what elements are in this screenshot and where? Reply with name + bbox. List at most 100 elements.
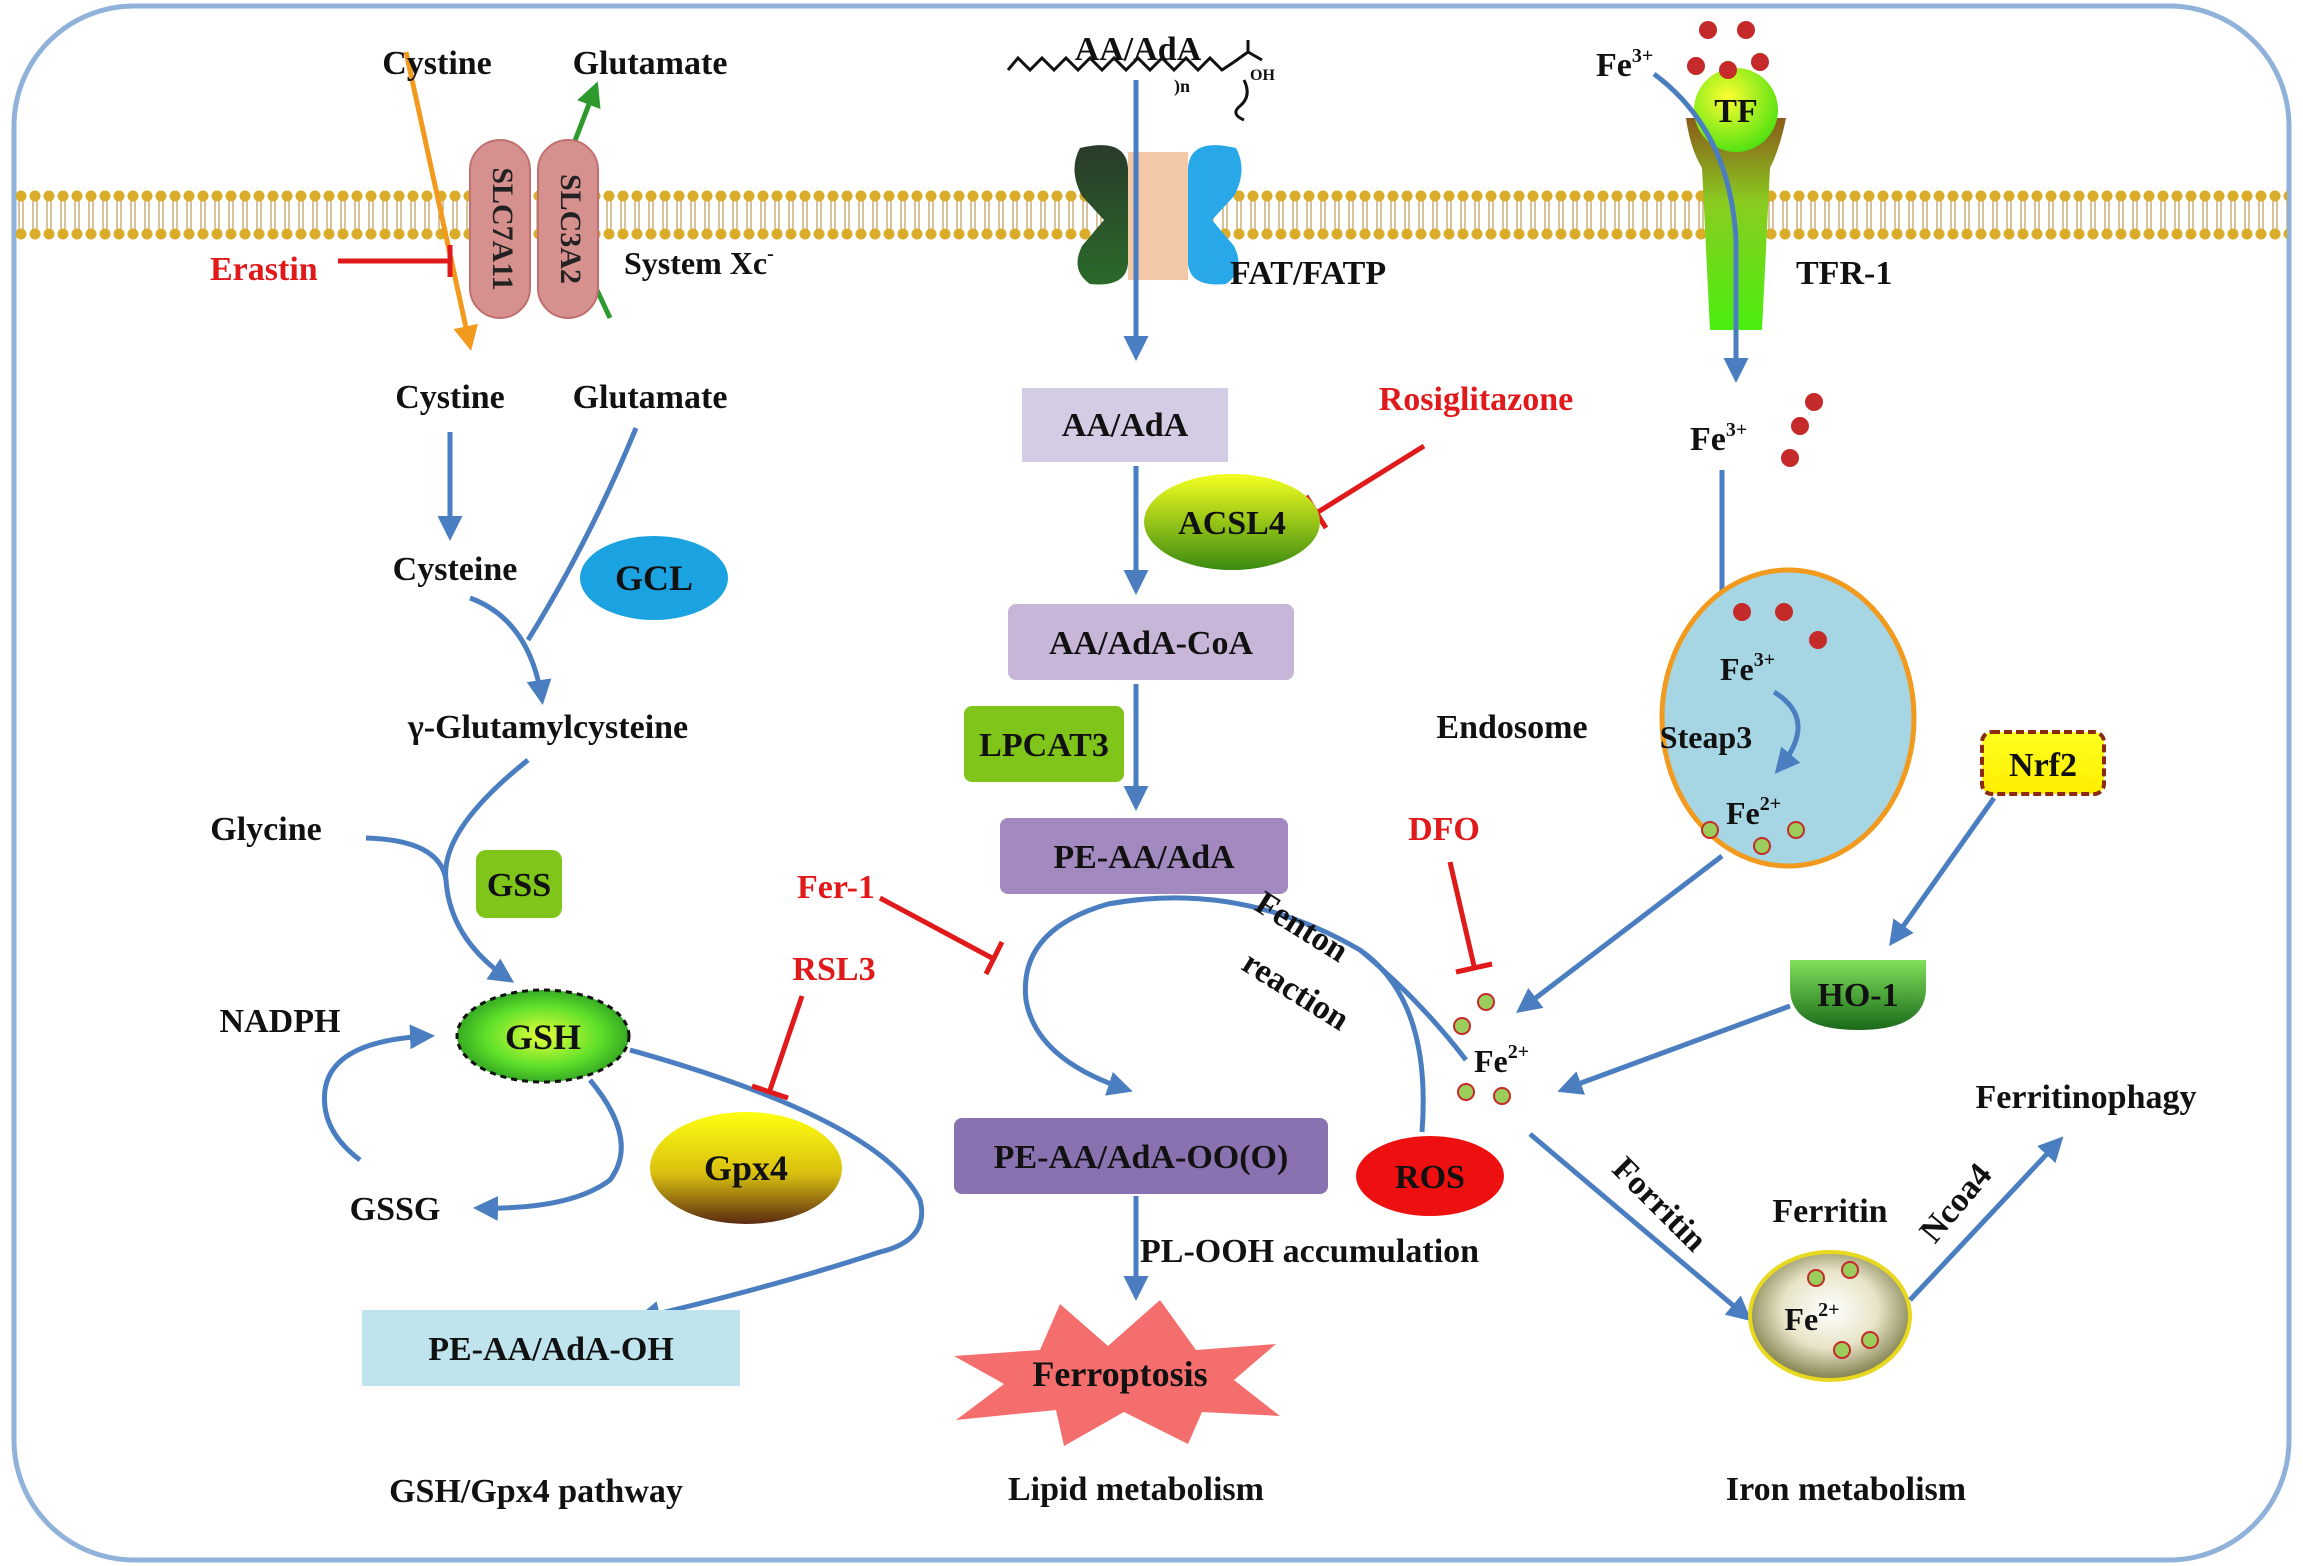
iron-dot	[1805, 393, 1823, 411]
fe2-ferritin-superscript: 2+	[1818, 1299, 1839, 1321]
tfr1-label: TFR-1	[1796, 255, 1892, 292]
lipid-section-title: Lipid metabolism	[1008, 1471, 1264, 1508]
tf-label: TF	[1714, 93, 1757, 130]
system-xc-text: System Xc	[624, 245, 767, 281]
ferroptosis-label: Ferroptosis	[1032, 1354, 1207, 1394]
rsl3-inhibitor-bar	[751, 1083, 789, 1101]
system-xc-label: System Xc-	[624, 243, 774, 281]
fe2-endosome-label: Fe2+	[1726, 793, 1781, 831]
gsh-to-gssg-arrow	[473, 1078, 624, 1221]
glutamate-intracellular: Glutamate	[573, 379, 728, 416]
cystine-intracellular: Cystine	[395, 379, 505, 416]
erastin-label: Erastin	[210, 251, 318, 288]
fe3-mid-superscript: 3+	[1726, 419, 1747, 441]
ferritin-label: Ferritin	[1772, 1193, 1887, 1230]
coa-box	[1008, 604, 1294, 680]
fat-protein-left	[1074, 145, 1129, 285]
gssg-to-gsh-arrow	[321, 1024, 435, 1162]
fer1-label: Fer-1	[797, 869, 875, 906]
fe2-endosome-text: Fe	[1726, 795, 1760, 831]
ho1-to-fe2-arrow	[1557, 1003, 1791, 1095]
pe-box	[1000, 818, 1288, 894]
ploh-label: PL-OOH accumulation	[1140, 1233, 1479, 1270]
fatty-acid-subscript: )n	[1174, 76, 1190, 97]
glycine-label: Glycine	[210, 811, 321, 848]
fat-protein-right	[1187, 145, 1242, 285]
cysteine-to-glutamylcysteine-arrow	[469, 595, 552, 705]
rosiglitazone-inhibitor-line	[1316, 443, 1426, 515]
dfo-label: DFO	[1408, 811, 1480, 848]
fe2-dot	[1861, 1331, 1879, 1349]
fe2-pool-label: Fe2+	[1474, 1041, 1529, 1079]
fenton-to-iron-line	[1358, 948, 1468, 1062]
acsl4-label: ACSL4	[1178, 505, 1286, 542]
fe2-dot	[1833, 1341, 1851, 1359]
rosiglitazone-label: Rosiglitazone	[1379, 381, 1574, 418]
lpcat3-label: LPCAT3	[979, 727, 1109, 764]
nrf2-to-ho1-arrow	[1889, 796, 1997, 947]
ho1-label: HO-1	[1817, 977, 1898, 1014]
ros-node	[1356, 1136, 1504, 1216]
fe3-top-superscript: 3+	[1632, 45, 1653, 67]
fe2-ferritin-label: Fe2+	[1784, 1299, 1839, 1337]
endosome-to-fe2-arrow	[1516, 854, 1724, 1014]
slc3a2-label: SLC3A2	[554, 174, 587, 284]
slc3a2-protein	[537, 139, 599, 319]
steap3-reduction-arrow	[1772, 689, 1801, 774]
dfo-inhibitor-bar	[1455, 961, 1493, 975]
dfo-inhibitor-line	[1447, 861, 1477, 967]
pe-oh-label: PE-AA/AdA-OH	[428, 1331, 674, 1368]
fe3-endosome-superscript: 3+	[1754, 649, 1775, 671]
fe3-endosome-label: Fe3+	[1720, 649, 1775, 687]
nrf2-node	[1980, 730, 2106, 796]
iron-dot	[1719, 61, 1737, 79]
ferritinophagy-label: Ferritinophagy	[1976, 1079, 2197, 1116]
fenton-loop-arrow	[1022, 895, 1426, 1133]
acsl4-enzyme	[1144, 474, 1320, 570]
iron-dot	[1733, 603, 1751, 621]
iron-dot	[1687, 57, 1705, 75]
gpx4-enzyme	[650, 1112, 842, 1224]
tf-protein	[1694, 68, 1778, 152]
gcl-label: GCL	[615, 558, 693, 598]
fe2-dot	[1453, 1017, 1471, 1035]
pe-oo-box	[954, 1118, 1328, 1194]
fe2-ferritin-text: Fe	[1784, 1301, 1818, 1337]
cysteine-label: Cysteine	[393, 551, 518, 588]
fe3-import-arrow	[1652, 71, 1749, 383]
endosome-label: Endosome	[1436, 709, 1587, 746]
gsh-node	[455, 988, 631, 1084]
fe2-endosome-superscript: 2+	[1760, 793, 1781, 815]
ferritinophagy-arrow	[1908, 1136, 2064, 1302]
gssg-label: GSSG	[350, 1191, 441, 1228]
pe-oh-box	[362, 1310, 740, 1386]
aa-label: AA/AdA	[1062, 407, 1189, 444]
rsl3-label: RSL3	[792, 951, 875, 988]
aa-box	[1022, 388, 1228, 462]
lpcat3-enzyme	[964, 706, 1124, 782]
iron-section-title: Iron metabolism	[1726, 1471, 1966, 1508]
ferroptosis-burst	[954, 1300, 1280, 1446]
slc7a11-label: SLC7A11	[486, 167, 519, 290]
fatty-acid-tail	[1234, 79, 1249, 122]
nadph-label: NADPH	[220, 1003, 341, 1040]
coa-label: AA/AdA-CoA	[1049, 625, 1253, 662]
fe2-dot	[1493, 1087, 1511, 1105]
fe2-dot	[1787, 821, 1805, 839]
rsl3-inhibitor-line	[767, 995, 805, 1091]
iron-dot	[1781, 449, 1799, 467]
cystine-transport-arrow	[403, 51, 478, 351]
fe2-dot	[1457, 1083, 1475, 1101]
iron-dot	[1699, 21, 1717, 39]
gsh-to-pe-oh-arrow	[629, 1047, 925, 1326]
gsh-section-title: GSH/Gpx4 pathway	[389, 1473, 683, 1510]
gsh-label: GSH	[505, 1017, 581, 1057]
fe3-endosome-text: Fe	[1720, 651, 1754, 687]
fe3-top-text: Fe	[1596, 47, 1632, 84]
fe2-dot	[1477, 993, 1495, 1011]
fatty-acid-hydroxyl: OH	[1250, 67, 1275, 84]
glycine-input-line	[365, 835, 449, 881]
nrf2-label: Nrf2	[2009, 747, 2077, 784]
